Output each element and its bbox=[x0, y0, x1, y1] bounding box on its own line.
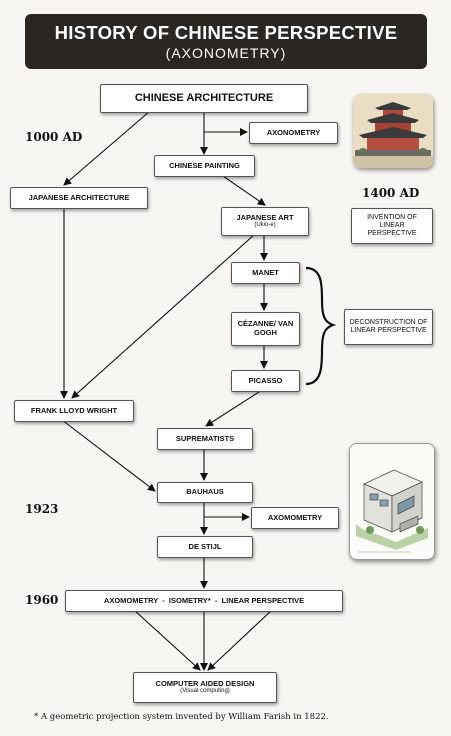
node-frank-lloyd-wright: FRANK LLOYD WRIGHT bbox=[14, 400, 134, 422]
cad-label: COMPUTER AIDED DESIGN bbox=[155, 678, 255, 688]
pagoda-illustration bbox=[353, 94, 433, 168]
node-japanese-art: JAPANESE ART (Ukio-e) bbox=[221, 207, 309, 236]
node-chinese-architecture: CHINESE ARCHITECTURE bbox=[100, 84, 308, 113]
year-1960: 1960 bbox=[25, 593, 59, 607]
year-1400: 1400 AD bbox=[362, 186, 420, 200]
node-manet: MANET bbox=[231, 262, 300, 284]
axonometric-house-image bbox=[349, 443, 435, 560]
arrow-japanese-art-to-flw bbox=[71, 233, 256, 399]
node-deconstruction-linear-perspective: DECONSTRUCTION OF LINEAR PERSPECTIVE bbox=[344, 309, 433, 345]
node-picasso: PICASSO bbox=[231, 370, 300, 392]
right-brace bbox=[305, 266, 337, 386]
arrow-picasso-to-suprematists bbox=[205, 389, 263, 427]
cad-sublabel: (Visual computing) bbox=[180, 688, 230, 695]
arrow-flw-to-bauhaus bbox=[61, 419, 156, 492]
chinese-pagoda-painting-image bbox=[353, 94, 433, 168]
node-suprematists: SUPREMATISTS bbox=[157, 428, 253, 450]
year-1000: 1000 AD bbox=[25, 130, 83, 144]
node-japanese-architecture: JAPANESE ARCHITECTURE bbox=[10, 187, 148, 209]
arrow-painting-to-japanese-art bbox=[219, 173, 266, 206]
year-1923: 1923 bbox=[25, 502, 59, 516]
node-invention-linear-perspective: INVENTION OF LINEAR PERSPECTIVE bbox=[351, 208, 433, 244]
arrow-axo-to-cad bbox=[133, 609, 201, 671]
japanese-art-sublabel: (Ukio-e) bbox=[254, 222, 276, 229]
footnote: * A geometric projection system invented… bbox=[34, 712, 329, 722]
node-axonometry: AXONOMETRY bbox=[249, 122, 338, 144]
node-de-stijl: DE STIJL bbox=[157, 536, 253, 558]
page-title: HISTORY OF CHINESE PERSPECTIVE bbox=[54, 22, 398, 43]
node-cezanne-van-gogh: CÉZANNE/ VAN GOGH bbox=[231, 312, 300, 346]
japanese-art-label: JAPANESE ART bbox=[236, 212, 294, 222]
title-banner: HISTORY OF CHINESE PERSPECTIVE (AXONOMET… bbox=[25, 14, 427, 69]
node-axomometry: AXOMOMETRY bbox=[251, 507, 339, 529]
page-subtitle: (AXONOMETRY) bbox=[165, 45, 287, 61]
arrow-linear-to-cad bbox=[207, 609, 273, 671]
node-chinese-painting: CHINESE PAINTING bbox=[154, 155, 255, 177]
node-bauhaus: BAUHAUS bbox=[157, 482, 253, 503]
node-projection-systems: AXOMOMETRY - ISOMETRY* - LINEAR PERSPECT… bbox=[65, 590, 343, 612]
arrow-chinese-arch-to-japanese-arch bbox=[63, 110, 151, 186]
node-computer-aided-design: COMPUTER AIDED DESIGN (Visual computing) bbox=[133, 672, 277, 703]
house-illustration bbox=[350, 444, 434, 559]
